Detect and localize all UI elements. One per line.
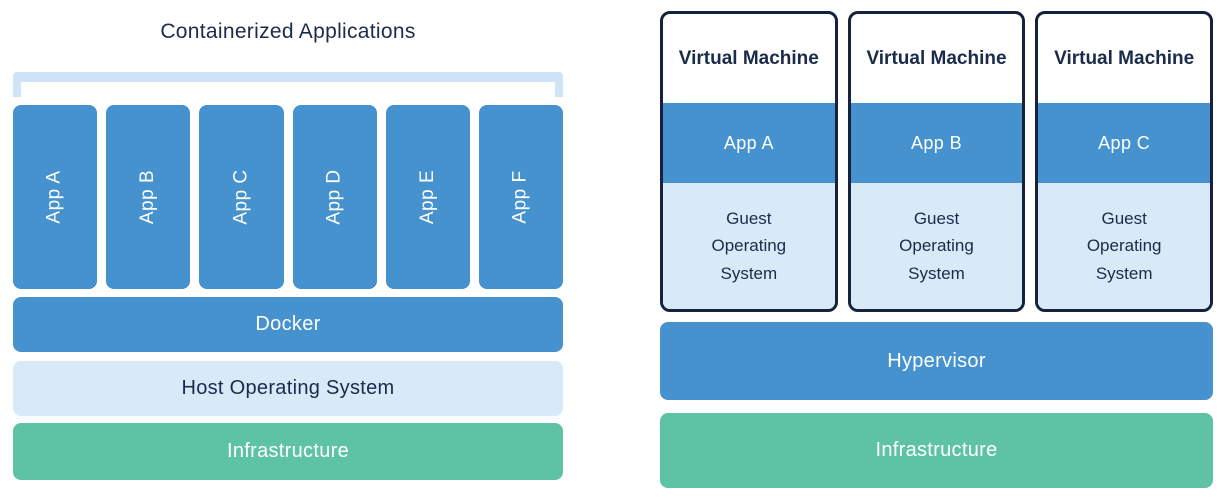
container-app-label: App B: [137, 169, 159, 225]
docker-layer-label: Docker: [255, 313, 321, 335]
container-app-label: App D: [323, 169, 345, 225]
container-app-box: App D: [292, 105, 377, 289]
vm-guest-os-layer: Guest Operating System: [850, 183, 1023, 309]
host-os-layer: Host Operating System: [13, 361, 563, 416]
container-app-box: App E: [385, 105, 470, 289]
vm-title: Virtual Machine: [866, 47, 1007, 69]
vm-box: Virtual Machine App B Guest Operating Sy…: [847, 11, 1026, 312]
infrastructure-layer-left: Infrastructure: [13, 423, 563, 480]
docker-layer: Docker: [13, 297, 563, 352]
vm-guest-os-layer: Guest Operating System: [1038, 183, 1211, 309]
containers-group-bracket: [13, 72, 563, 97]
vm-guest-os-label: Guest Operating System: [899, 208, 974, 283]
host-os-layer-label: Host Operating System: [181, 377, 395, 399]
hypervisor-layer-label: Hypervisor: [887, 349, 986, 372]
container-app-box: App F: [478, 105, 564, 289]
vm-guest-os-label: Guest Operating System: [711, 208, 787, 283]
vm-app-layer: App A: [663, 103, 835, 183]
containers-apps-row: App A App B App C App D App E App F: [13, 105, 564, 289]
vm-title: Virtual Machine: [1054, 47, 1195, 69]
vm-guest-os-layer: Guest Operating System: [663, 183, 835, 309]
container-app-label: App F: [509, 170, 531, 224]
vm-app-layer: App C: [1038, 103, 1211, 183]
infrastructure-layer-right-label: Infrastructure: [875, 439, 998, 461]
container-app-box: App B: [106, 105, 191, 289]
vm-box: Virtual Machine App C Guest Operating Sy…: [1035, 11, 1214, 312]
container-app-box: App C: [199, 105, 284, 289]
infrastructure-layer-right: Infrastructure: [660, 413, 1213, 488]
container-app-label: App A: [44, 170, 66, 224]
vm-title: Virtual Machine: [678, 47, 819, 69]
vm-boxes-row: Virtual Machine App A Guest Operating Sy…: [660, 11, 1214, 312]
vm-app-layer: App B: [850, 103, 1023, 183]
containers-panel-title: Containerized Applications: [160, 20, 416, 43]
vm-guest-os-label: Guest Operating System: [1086, 208, 1162, 283]
hypervisor-layer: Hypervisor: [660, 322, 1213, 400]
container-app-box: App A: [13, 105, 98, 289]
vm-box: Virtual Machine App A Guest Operating Sy…: [660, 11, 838, 312]
container-app-label: App E: [416, 169, 438, 225]
container-app-label: App C: [230, 169, 252, 225]
infrastructure-layer-left-label: Infrastructure: [226, 440, 350, 462]
